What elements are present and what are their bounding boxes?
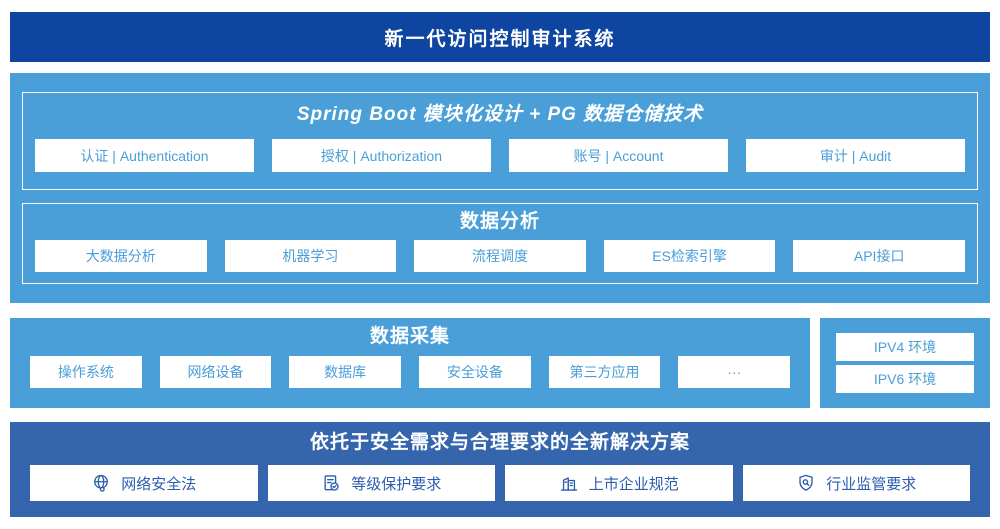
data-analysis-title: 数据分析 — [459, 211, 540, 232]
solution-card-label: 等级保护要求 — [351, 475, 442, 493]
source-operating-system: 操作系统 — [30, 356, 142, 388]
solution-title: 依托于安全需求与合理要求的全新解决方案 — [309, 432, 690, 453]
data-analysis-modules: 大数据分析 机器学习 流程调度 ES检索引擎 API接口 — [35, 240, 965, 272]
solution-card-listed-company: 上市企业规范 — [505, 465, 733, 501]
system-title: 新一代访问控制审计系统 — [384, 28, 616, 50]
solution-card-label: 上市企业规范 — [588, 475, 679, 493]
solution-cards: 网络安全法 等级保护要求 — [30, 465, 970, 501]
building-icon — [559, 473, 579, 493]
solution-card-label: 网络安全法 — [121, 475, 197, 493]
solution-card-cybersecurity-law: 网络安全法 — [30, 465, 258, 501]
module-es-search-engine: ES检索引擎 — [603, 240, 776, 272]
source-security-device: 安全设备 — [419, 356, 531, 388]
module-authorization: 授权 | Authorization — [272, 139, 491, 172]
module-machine-learning: 机器学习 — [224, 240, 397, 272]
module-api-interface: API接口 — [793, 240, 965, 272]
data-collection-section: 数据采集 操作系统 网络设备 数据库 安全设备 第三方应用 ··· — [10, 318, 810, 408]
spring-boot-modules: 认证 | Authentication 授权 | Authorization 账… — [35, 139, 965, 172]
source-database: 数据库 — [289, 356, 402, 388]
spring-boot-box: Spring Boot 模块化设计 + PG 数据仓储技术 认证 | Authe… — [22, 92, 978, 190]
document-check-icon — [321, 473, 341, 493]
module-authentication: 认证 | Authentication — [35, 139, 254, 172]
middle-row: 数据采集 操作系统 网络设备 数据库 安全设备 第三方应用 ··· IPV4 环… — [10, 318, 990, 408]
source-third-party-app: 第三方应用 — [548, 356, 661, 388]
module-workflow-scheduling: 流程调度 — [414, 240, 586, 272]
data-collection-title: 数据采集 — [369, 326, 450, 347]
shield-search-icon — [796, 473, 816, 493]
solution-card-classified-protection: 等级保护要求 — [267, 465, 495, 501]
module-audit: 审计 | Audit — [746, 139, 965, 172]
system-title-banner: 新一代访问控制审计系统 — [10, 12, 990, 62]
module-account: 账号 | Account — [509, 139, 728, 172]
source-more-ellipsis: ··· — [678, 356, 791, 388]
data-collection-sources: 操作系统 网络设备 数据库 安全设备 第三方应用 ··· — [30, 356, 791, 388]
globe-icon — [91, 473, 111, 493]
module-bigdata-analysis: 大数据分析 — [35, 240, 207, 272]
network-env-section: IPV4 环境 IPV6 环境 — [820, 318, 990, 408]
solution-card-label: 行业监管要求 — [826, 475, 917, 493]
solution-section: 依托于安全需求与合理要求的全新解决方案 网络安全法 — [10, 422, 990, 517]
spring-boot-title: Spring Boot 模块化设计 + PG 数据仓储技术 — [296, 104, 704, 125]
solution-card-industry-supervision: 行业监管要求 — [742, 465, 970, 501]
data-analysis-box: 数据分析 大数据分析 机器学习 流程调度 ES检索引擎 API接口 — [22, 203, 978, 284]
source-network-device: 网络设备 — [159, 356, 272, 388]
platform-section: Spring Boot 模块化设计 + PG 数据仓储技术 认证 | Authe… — [10, 73, 990, 303]
ipv4-env-box: IPV4 环境 — [836, 333, 974, 361]
ipv6-env-box: IPV6 环境 — [836, 365, 974, 393]
